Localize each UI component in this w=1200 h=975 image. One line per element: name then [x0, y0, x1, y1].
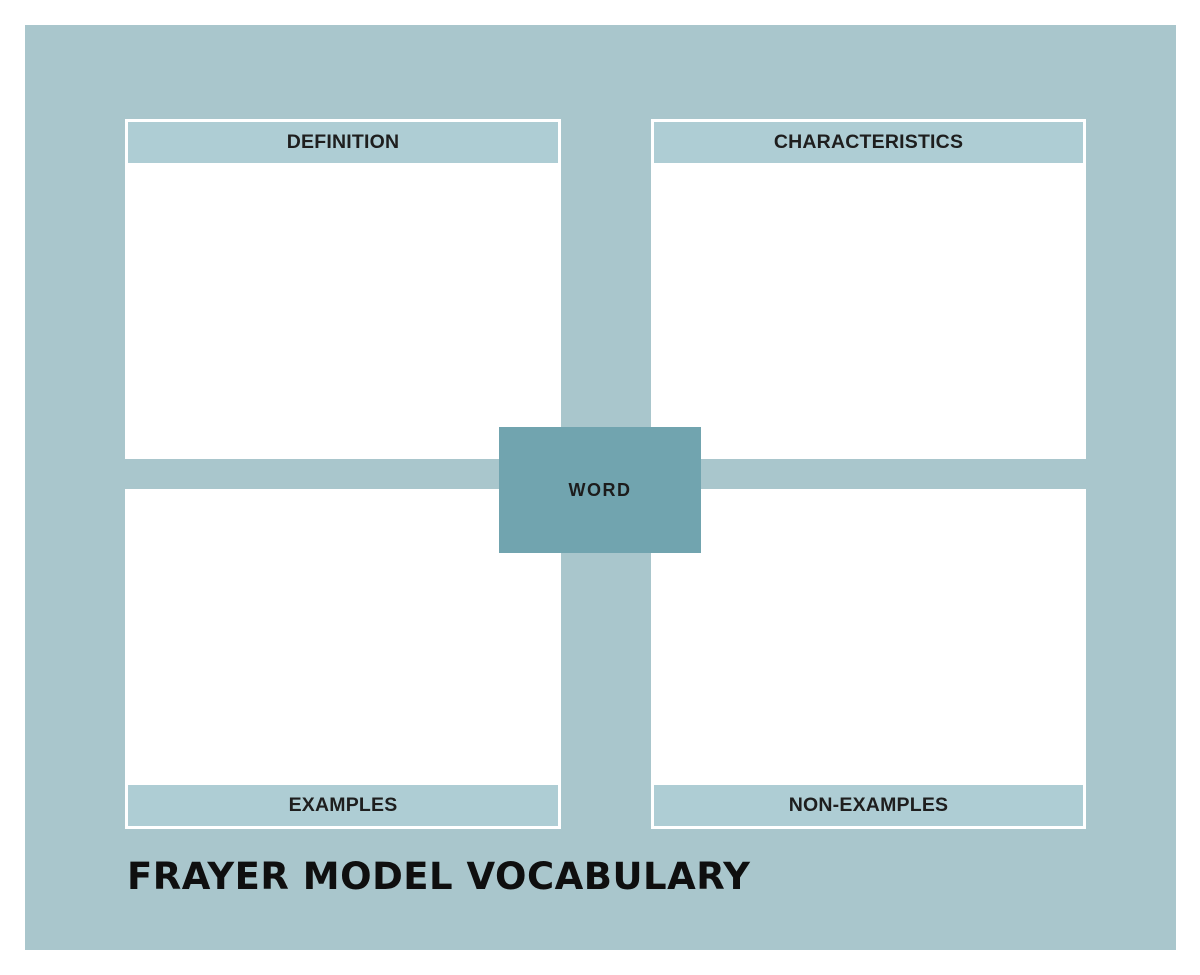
examples-footer-bar: EXAMPLES	[128, 785, 558, 826]
non-examples-label: NON-EXAMPLES	[788, 794, 949, 816]
examples-label: EXAMPLES	[288, 794, 398, 816]
examples-input-area[interactable]	[128, 492, 558, 785]
non-examples-input-area[interactable]	[654, 492, 1083, 785]
characteristics-label: CHARACTERISTICS	[773, 131, 964, 153]
non-examples-footer-bar: NON-EXAMPLES	[654, 785, 1083, 826]
quadrant-characteristics: CHARACTERISTICS	[651, 119, 1086, 459]
quadrant-non-examples: NON-EXAMPLES	[651, 489, 1086, 829]
center-word-box[interactable]: WORD	[499, 427, 701, 553]
definition-header-bar: DEFINITION	[128, 122, 558, 163]
characteristics-input-area[interactable]	[654, 163, 1083, 456]
worksheet-title: FRAYER MODEL VOCABULARY	[127, 855, 751, 898]
quadrant-definition: DEFINITION	[125, 119, 561, 459]
characteristics-header-bar: CHARACTERISTICS	[654, 122, 1083, 163]
definition-input-area[interactable]	[128, 163, 558, 456]
definition-label: DEFINITION	[286, 131, 400, 153]
word-label: WORD	[568, 479, 632, 500]
quadrant-examples: EXAMPLES	[125, 489, 561, 829]
